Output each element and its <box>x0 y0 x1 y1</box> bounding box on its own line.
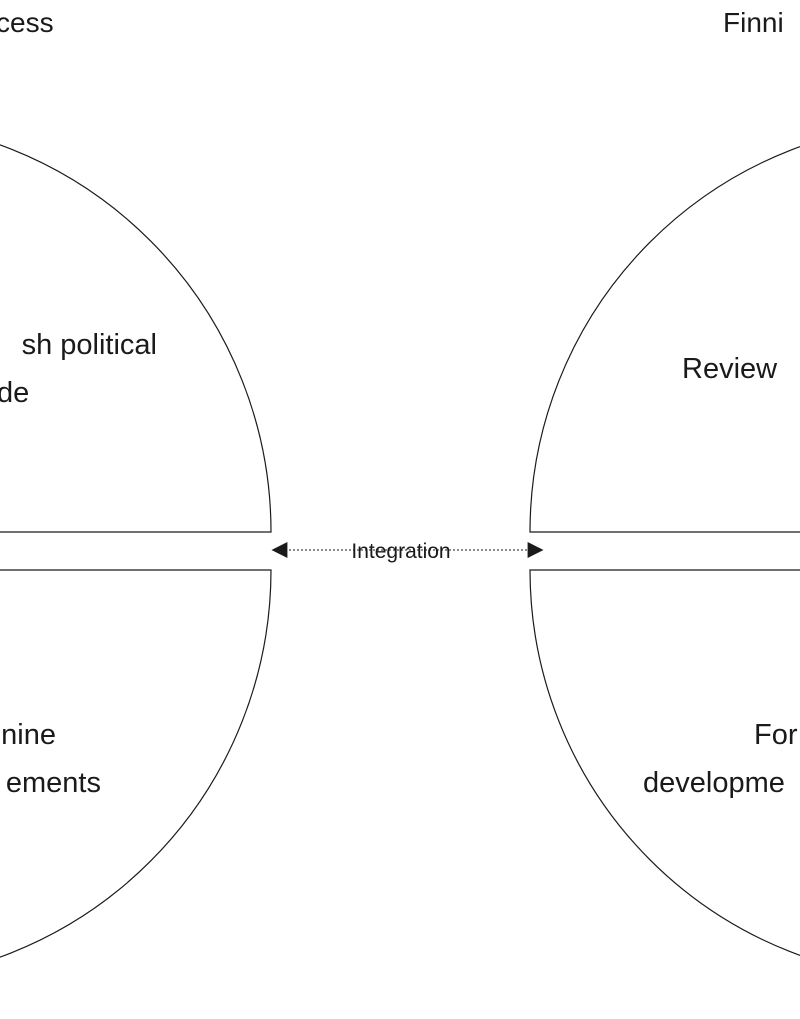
top-left-quadrant-line-2: de <box>0 377 29 409</box>
right-lower-semicircle <box>529 569 800 956</box>
bottom-right-quadrant-line-2: developme <box>643 767 785 799</box>
left-process-heading: cess <box>0 7 54 38</box>
left-lower-semicircle <box>0 569 272 958</box>
right-process-heading: Finni <box>723 7 784 38</box>
top-left-quadrant-line-1: sh political <box>22 329 157 361</box>
integration-label: Integration <box>351 540 450 563</box>
bottom-right-quadrant-line-1: For <box>754 719 798 751</box>
bottom-left-quadrant-line-2: ements <box>6 767 101 799</box>
bottom-left-quadrant-line-1: nine <box>1 719 56 751</box>
top-right-quadrant-line-1: Review <box>682 353 778 385</box>
left-upper-semicircle <box>0 144 272 533</box>
right-upper-semicircle <box>529 146 800 533</box>
